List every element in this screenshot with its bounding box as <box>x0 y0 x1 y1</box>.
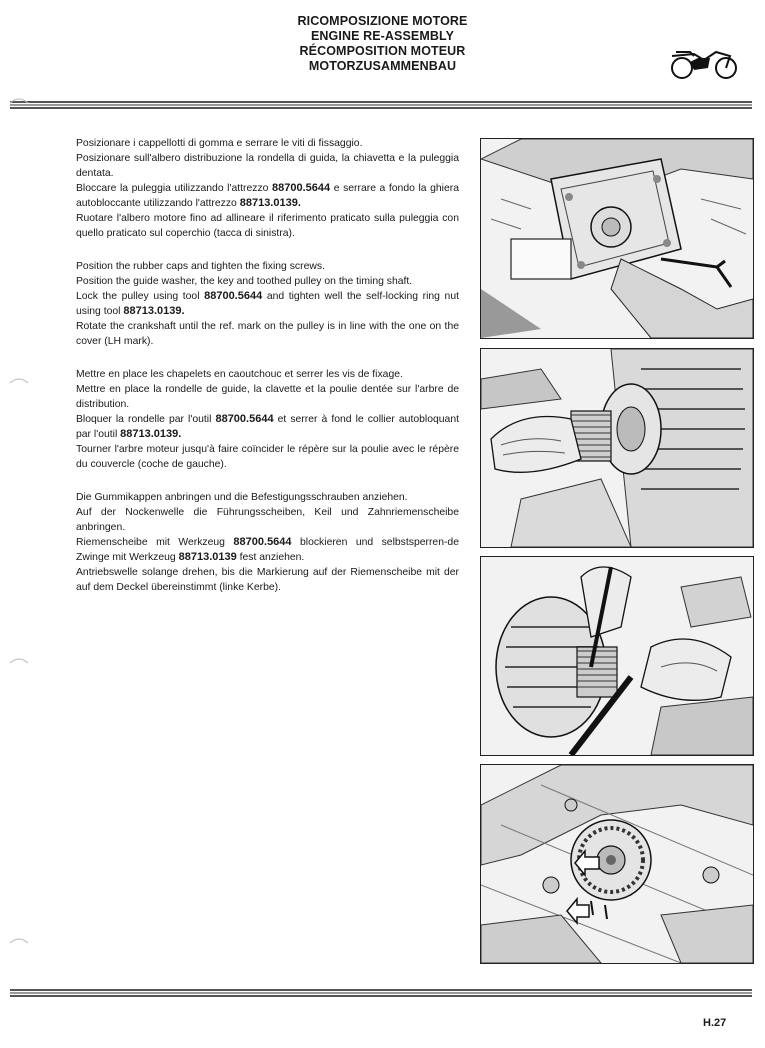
tool-code: 88713.0139. <box>120 428 182 440</box>
text-line: Auf der Nockenwelle die Führungsscheiben… <box>76 507 459 533</box>
tool-code: 88713.0139 <box>178 551 237 563</box>
paragraph-french: Mettre en place les chapelets en caoutch… <box>76 367 459 472</box>
text-run: Lock the pulley using tool <box>76 291 200 302</box>
text-line: Posizionare sull'albero distribuzione la… <box>76 153 459 179</box>
figure-alignment-mark <box>480 764 754 964</box>
tool-code: 88700.5644 <box>233 536 292 548</box>
text-run: Bloquer la rondelle par l'outil <box>76 414 212 425</box>
text-run: Riemenscheibe mit Werkzeug <box>76 537 225 548</box>
bottom-divider <box>10 989 752 999</box>
paragraph-english: Position the rubber caps and tighten the… <box>76 259 459 349</box>
tool-code: 88700.5644 <box>215 413 274 425</box>
text-run: et serrer à fond le collier autobloquant… <box>76 414 459 440</box>
text-line: Rotate the crankshaft until the ref. mar… <box>76 321 459 347</box>
tool-code: 88700.5644 <box>272 182 331 194</box>
title-italian: RICOMPOSIZIONE MOTORE <box>297 14 468 28</box>
margin-mark <box>8 932 30 944</box>
page-header: RICOMPOSIZIONE MOTORE ENGINE RE-ASSEMBLY… <box>0 14 765 74</box>
text-run: fest anziehen. <box>239 552 305 563</box>
tool-code: 88713.0139. <box>123 305 185 317</box>
text-line: Die Gummikappen anbringen und die Befest… <box>76 492 408 503</box>
text-line: Mettre en place la rondelle de guide, la… <box>76 384 459 410</box>
text-line: Mettre en place les chapelets en caoutch… <box>76 369 403 380</box>
motorcycle-icon <box>664 44 744 82</box>
text-line: Ruotare l'albero motore fino ad allinear… <box>76 213 459 239</box>
figure-pulley-fitting <box>480 348 754 548</box>
text-line: Antriebswelle solange drehen, bis die Ma… <box>76 567 459 593</box>
text-run: and tighten well the self-locking ring n… <box>76 291 459 317</box>
text-line: Posizionare i cappellotti di gomma e ser… <box>76 138 363 149</box>
text-line: Position the rubber caps and tighten the… <box>76 261 325 272</box>
paragraph-italian: Posizionare i cappellotti di gomma e ser… <box>76 136 459 241</box>
text-run: Bloccare la puleggia utilizzando l'attre… <box>76 183 269 194</box>
tool-code: 88700.5644 <box>204 290 263 302</box>
margin-mark <box>8 92 30 104</box>
figure-ring-nut-tightening <box>480 556 754 756</box>
margin-mark <box>8 372 30 384</box>
tool-code: 88713.0139. <box>239 197 301 209</box>
page-number: H.27 <box>703 1017 727 1029</box>
title-german: MOTORZUSAMMENBAU <box>308 59 457 73</box>
top-divider <box>10 101 752 111</box>
margin-mark <box>8 652 30 664</box>
text-line: Position the guide washer, the key and t… <box>76 276 413 287</box>
instructions-column: Posizionare i cappellotti di gomma e ser… <box>76 136 459 613</box>
paragraph-german: Die Gummikappen anbringen und die Befest… <box>76 490 459 595</box>
title-french: RÉCOMPOSITION MOTEUR <box>299 44 466 58</box>
text-line: Tourner l'arbre moteur jusqu'à faire coï… <box>76 444 459 470</box>
text-run: blockieren und selbstsperren-de Zwinge m… <box>76 537 459 563</box>
title-english: ENGINE RE-ASSEMBLY <box>310 29 455 43</box>
figure-cover-screws <box>480 138 754 339</box>
text-run: e serrare a fondo la ghiera autobloccant… <box>76 183 460 209</box>
